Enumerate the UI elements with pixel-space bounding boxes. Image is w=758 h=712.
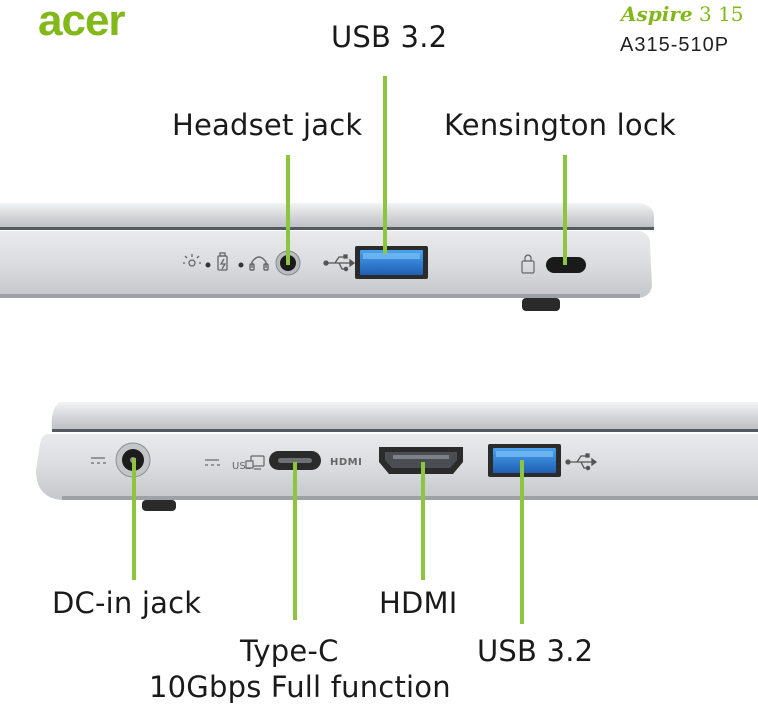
usb-label-bottom: USB 3.2 <box>477 634 594 668</box>
typec-label-line1: Type-C <box>240 634 339 668</box>
headset-pointer-line <box>286 155 290 265</box>
kensington-lock-slot <box>546 257 586 273</box>
hdmi-text-icon: HDMI <box>330 457 362 468</box>
base-bottom-edge <box>62 496 758 500</box>
model-series: Aspire 3 15 <box>621 2 744 26</box>
usb-pointer-line-top <box>383 76 387 254</box>
left-side-view: USB HDMI <box>36 402 758 511</box>
model-size: 3 15 <box>698 2 744 26</box>
lid-top <box>51 402 758 432</box>
usb-text-icon: USB <box>232 461 253 472</box>
kensington-pointer-line <box>563 155 567 265</box>
rubber-foot <box>522 298 560 311</box>
battery-charge-icon <box>217 252 228 271</box>
kensington-lock-label: Kensington lock <box>444 108 676 142</box>
typec-pointer-line <box>293 462 297 620</box>
lid-top <box>0 203 654 230</box>
lid-seam <box>0 227 654 230</box>
model-series-name: Aspire <box>621 2 693 26</box>
usb-port-left-highlight <box>496 451 553 457</box>
type-c-tongue <box>278 458 312 463</box>
usb-port-highlight <box>363 253 420 259</box>
display-port-icon <box>245 455 265 470</box>
dc-power-icon-typec <box>205 459 220 466</box>
hdmi-contacts <box>393 455 449 459</box>
headset-icon <box>249 256 269 271</box>
usb-pointer-line-bottom <box>520 460 524 624</box>
usb-icon <box>323 254 356 272</box>
rubber-foot <box>142 500 176 511</box>
right-side-view <box>0 203 654 311</box>
kensington-icon <box>521 254 535 274</box>
battery-led <box>238 262 244 268</box>
usb-label-top: USB 3.2 <box>331 20 448 54</box>
power-light-icon <box>183 254 201 267</box>
dc-in-pointer-line <box>132 458 136 580</box>
hdmi-pointer-line <box>421 462 425 580</box>
typec-label-line2: 10Gbps Full function <box>149 670 451 704</box>
usb-icon-left <box>565 453 598 471</box>
power-led <box>205 262 211 268</box>
headset-jack-label: Headset jack <box>172 108 363 142</box>
model-code: A315-510P <box>620 34 730 56</box>
hdmi-label: HDMI <box>379 586 458 620</box>
lid-seam <box>52 429 758 432</box>
dc-in-jack-label: DC-in jack <box>52 586 202 620</box>
base-bottom-edge <box>0 294 640 298</box>
acer-logo: acer <box>38 0 126 45</box>
dc-power-icon <box>91 457 106 464</box>
